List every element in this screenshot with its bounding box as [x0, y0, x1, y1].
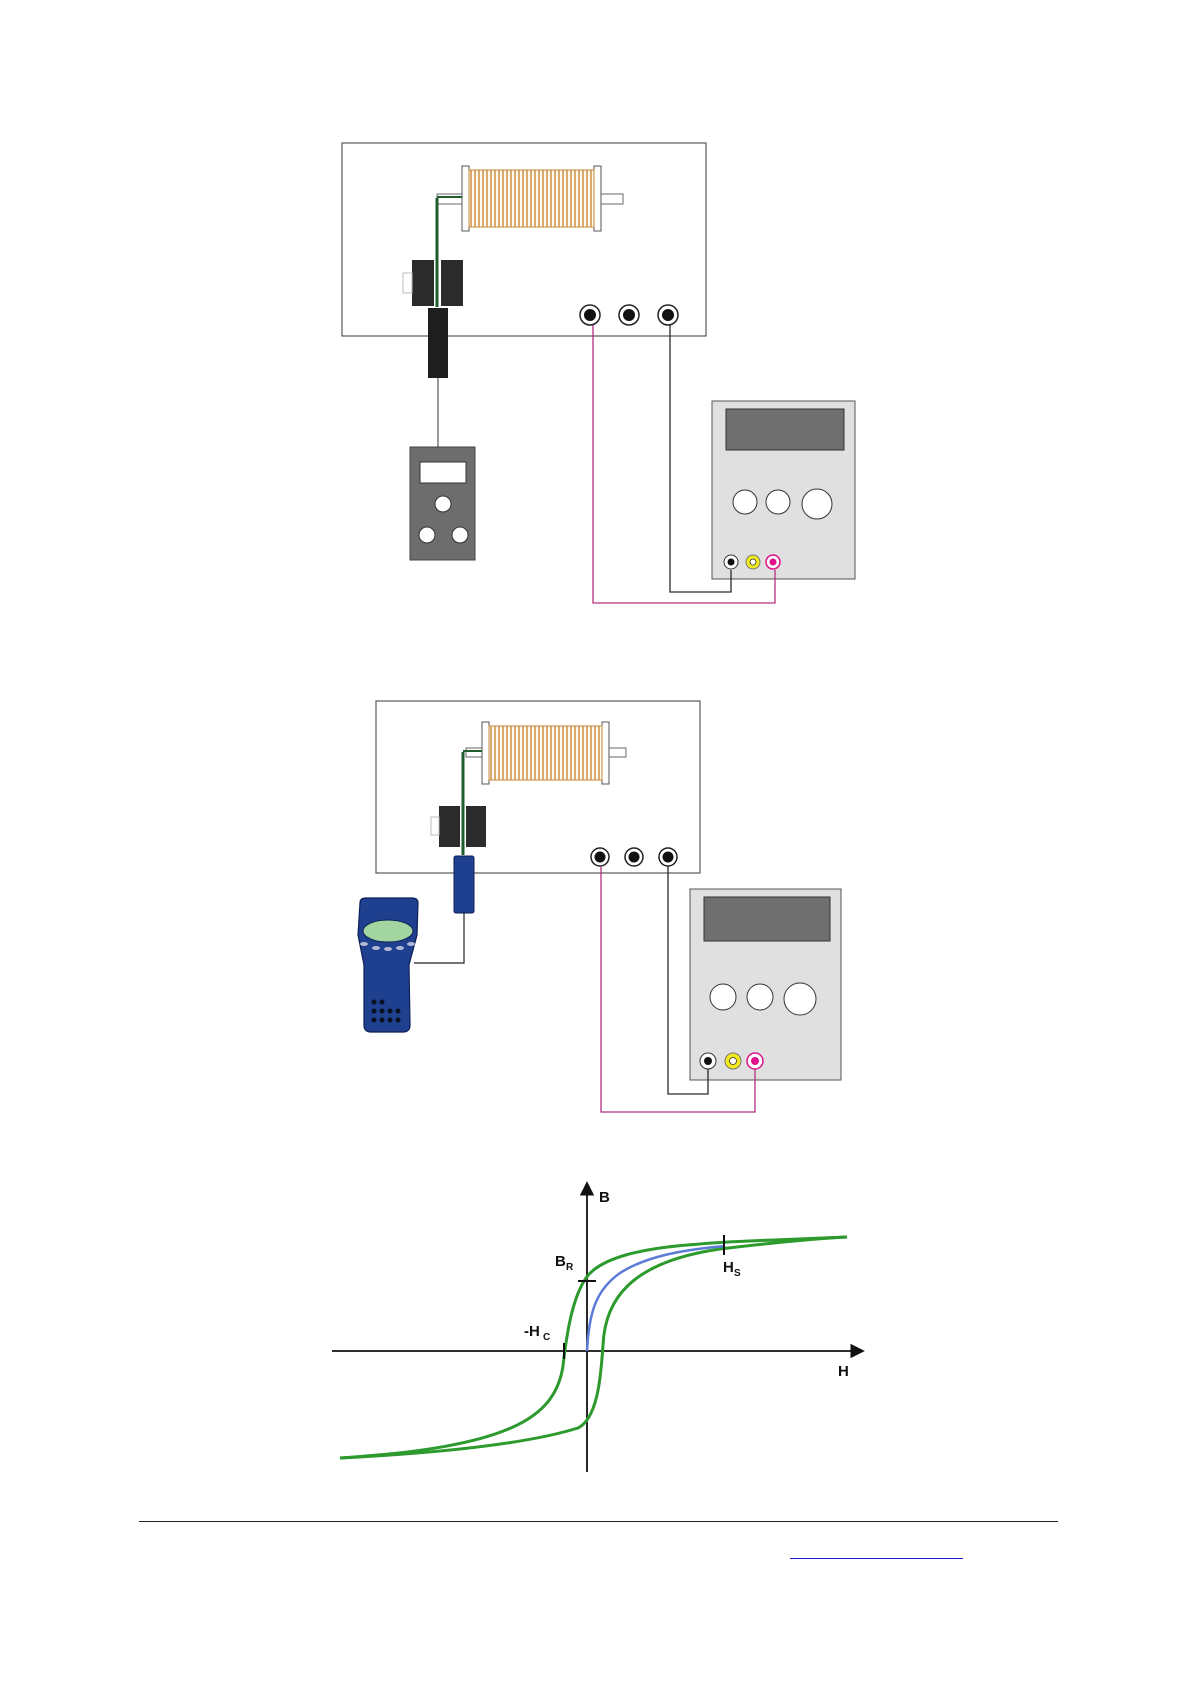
magnet-block-left — [439, 806, 460, 847]
coil-flange-left — [462, 166, 469, 231]
power-supply-knob-3 — [802, 489, 832, 519]
teslameter-display — [420, 462, 466, 483]
power-supply-knob-2 — [747, 984, 773, 1010]
saturation-subscript: S — [734, 1268, 741, 1279]
coil-winding — [469, 170, 594, 227]
remanence-subscript: R — [566, 1262, 574, 1273]
power-supply-knob-3 — [784, 983, 816, 1015]
power-supply-knob-1 — [710, 984, 736, 1010]
power-supply-knob-1 — [733, 490, 757, 514]
coil-flange-left — [482, 722, 489, 784]
bench-socket-1 — [580, 305, 600, 325]
h-axis-label: H — [838, 1363, 849, 1380]
setup-diagram-datalogger — [0, 640, 1191, 1120]
coercivity-subscript: C — [543, 1332, 550, 1343]
magnet-block-left — [412, 260, 434, 306]
power-supply-display — [704, 897, 830, 941]
supply-terminal-black — [700, 1053, 716, 1069]
teslameter-knob-right — [452, 527, 468, 543]
setup-diagram-teslameter — [0, 0, 1191, 640]
supply-terminal-magenta — [747, 1053, 763, 1069]
teslameter-knob-top — [435, 496, 451, 512]
coercivity-label: -H — [524, 1323, 540, 1340]
bench-socket-1 — [591, 848, 609, 866]
teslameter-knob-left — [419, 527, 435, 543]
b-axis-label: B — [599, 1189, 610, 1206]
supply-terminal-black — [724, 555, 738, 569]
probe-handle — [428, 308, 448, 378]
coil-flange-right — [594, 166, 601, 231]
magnet-block-right — [466, 806, 486, 847]
coil-winding — [489, 726, 602, 780]
power-supply-display — [726, 409, 844, 450]
footer-divider — [139, 1521, 1058, 1522]
supply-terminal-yellow — [746, 555, 760, 569]
supply-terminal-yellow — [725, 1053, 741, 1069]
bench-socket-3 — [658, 305, 678, 325]
power-supply-knob-2 — [766, 490, 790, 514]
bench-socket-2 — [619, 305, 639, 325]
bench-socket-2 — [625, 848, 643, 866]
footer-link-underline[interactable] — [790, 1538, 963, 1559]
saturation-label: H — [723, 1259, 734, 1276]
hysteresis-curve-diagram: B H B R -H C H S — [0, 1160, 1191, 1490]
remanence-label: B — [555, 1253, 566, 1270]
sensor-handle — [454, 856, 474, 913]
bench-socket-3 — [659, 848, 677, 866]
hysteresis-loop-upper — [340, 1237, 847, 1458]
magnet-block-right — [441, 260, 463, 306]
coil-flange-right — [602, 722, 609, 784]
datalogger-screen — [363, 920, 413, 942]
supply-terminal-magenta — [766, 555, 780, 569]
